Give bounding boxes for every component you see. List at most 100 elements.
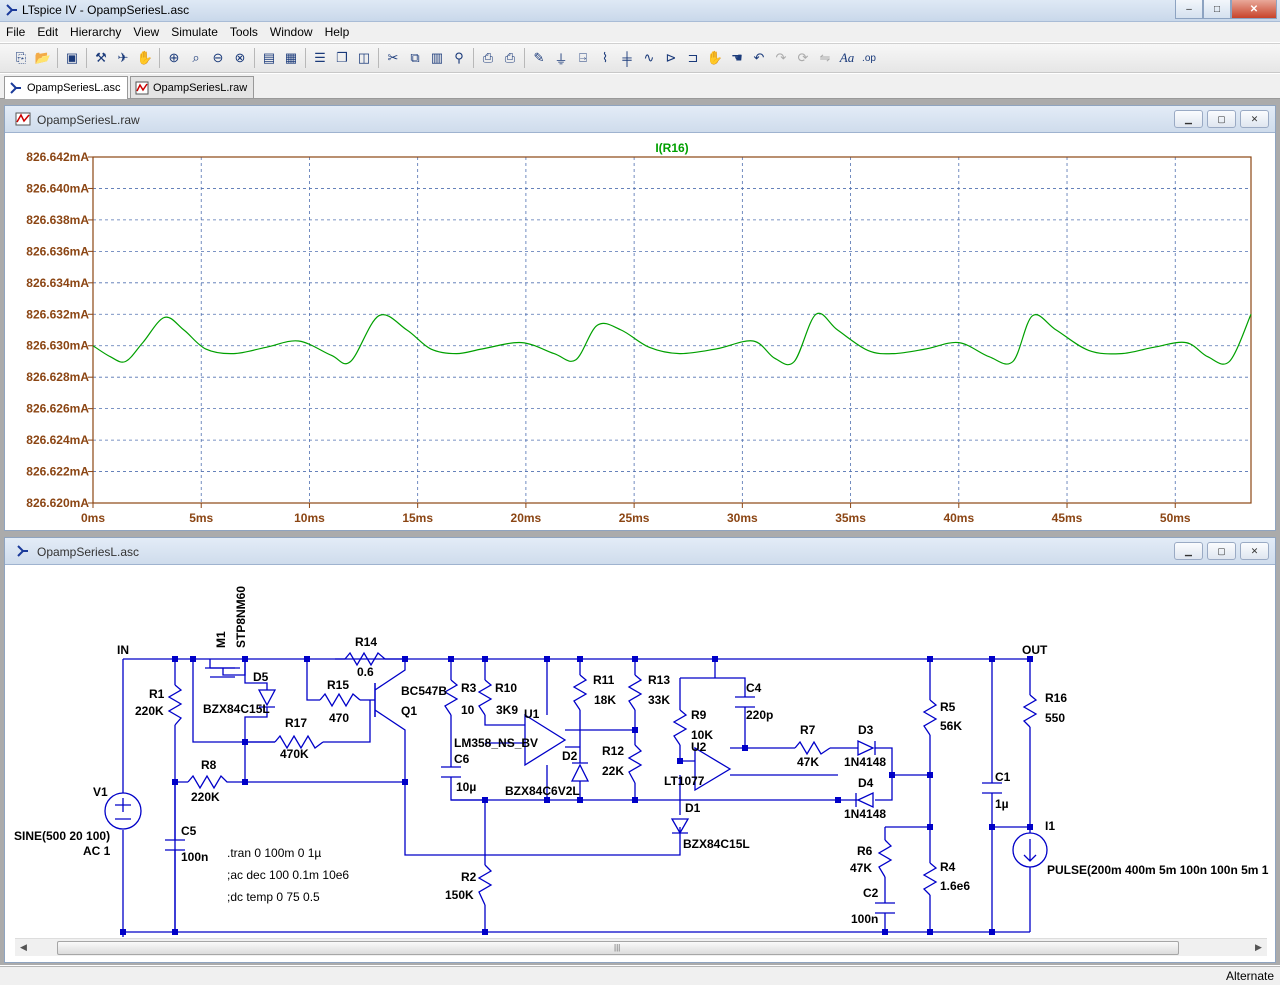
undo-icon[interactable]: ↶ bbox=[753, 50, 765, 65]
label-v1: V1 bbox=[93, 785, 108, 799]
toolbar: ⎘ 📂 ▣ ⚒ ✈ ✋ ⊕ ⌕ ⊖ ⊗ ▤ ▦ ☰ ❐ ◫ ✂ ⧉ ▥ ⚲ ⎙ … bbox=[0, 43, 1280, 73]
label-d1: D1 bbox=[685, 801, 701, 815]
zoom-fit-icon[interactable]: ⊗ bbox=[234, 50, 246, 65]
menu-view[interactable]: View bbox=[133, 25, 160, 39]
label-m1: M1 bbox=[214, 631, 228, 648]
value-r8: 220K bbox=[191, 790, 220, 804]
waveform-plot[interactable]: 826.620mA826.622mA826.624mA826.626mA826.… bbox=[5, 133, 1273, 529]
minimize-button[interactable]: – bbox=[1175, 0, 1203, 19]
diode-icon[interactable]: ⊳ bbox=[665, 50, 677, 65]
capacitor-icon[interactable]: ╪ bbox=[622, 50, 632, 66]
paste-icon[interactable]: ▥ bbox=[430, 50, 444, 65]
schematic-canvas[interactable]: IN OUT R1 220K M1 STP8NM60 D5 BZX84C15L … bbox=[5, 565, 1273, 937]
series-line-i-r16 bbox=[92, 312, 1252, 366]
close-button[interactable]: ✕ bbox=[1231, 0, 1277, 19]
value-i1: PULSE(200m 400m 5m 100n 100n 5m 1 bbox=[1047, 863, 1269, 877]
cut-icon[interactable]: ✂ bbox=[387, 50, 399, 65]
horizontal-scrollbar[interactable]: ◀ ||| ▶ bbox=[15, 938, 1267, 956]
minimize-button[interactable]: ▁ bbox=[1174, 110, 1203, 128]
value-r11: 18K bbox=[594, 693, 616, 707]
redo-icon[interactable]: ↷ bbox=[775, 50, 787, 65]
drag-icon[interactable]: ☚ bbox=[731, 50, 743, 65]
menu-help[interactable]: Help bbox=[324, 25, 350, 39]
y-tick-label: 826.636mA bbox=[26, 244, 89, 258]
label-c1: C1 bbox=[995, 770, 1011, 784]
restore-button[interactable]: ▢ bbox=[1207, 542, 1236, 560]
menu-file[interactable]: File bbox=[6, 25, 26, 39]
label-r12: R12 bbox=[602, 744, 624, 758]
zoom-pan-icon[interactable]: ⌕ bbox=[192, 50, 200, 65]
schematic-icon bbox=[17, 545, 28, 557]
maximize-button[interactable]: □ bbox=[1203, 0, 1231, 19]
trace-label: I(R16) bbox=[655, 141, 688, 155]
spice-directive-tran[interactable]: .tran 0 100m 0 1µ bbox=[227, 846, 321, 860]
restore-button[interactable]: ▢ bbox=[1207, 110, 1236, 128]
scroll-left-icon[interactable]: ◀ bbox=[20, 942, 27, 952]
open-icon[interactable]: 📂 bbox=[34, 50, 52, 65]
cascade-icon[interactable]: ❐ bbox=[336, 50, 348, 65]
close-button[interactable]: ✕ bbox=[1240, 542, 1269, 560]
schematic-window-titlebar: OpampSeriesL.asc ▁ ▢ ✕ bbox=[5, 538, 1275, 565]
new-schematic-icon[interactable]: ⎘ bbox=[15, 50, 27, 65]
ground-icon[interactable]: ⏚ bbox=[554, 51, 568, 67]
print-icon[interactable]: ⎙ bbox=[504, 50, 516, 65]
scroll-right-icon[interactable]: ▶ bbox=[1255, 942, 1262, 952]
zoom-out-icon[interactable]: ⊖ bbox=[212, 50, 224, 65]
net-label-out: OUT bbox=[1022, 643, 1048, 657]
save-icon[interactable]: ▣ bbox=[65, 50, 79, 65]
schematic-icon bbox=[10, 82, 21, 94]
inductor-icon[interactable]: ∿ bbox=[643, 50, 655, 65]
mirror-icon[interactable]: ⇋ bbox=[819, 50, 831, 65]
tile-horizontal-icon[interactable]: ☰ bbox=[314, 50, 326, 65]
label-net-icon[interactable]: ⍈ bbox=[579, 50, 587, 65]
tile-vertical-icon[interactable]: ◫ bbox=[357, 50, 371, 65]
spice-directive-dc[interactable]: ;dc temp 0 75 0.5 bbox=[227, 890, 320, 904]
menu-hierarchy[interactable]: Hierarchy bbox=[70, 25, 122, 39]
waveform-icon bbox=[135, 81, 149, 94]
value-r6: 47K bbox=[850, 861, 872, 875]
zoom-in-icon[interactable]: ⊕ bbox=[168, 50, 180, 65]
label-r8: R8 bbox=[201, 758, 217, 772]
y-tick-label: 826.626mA bbox=[26, 402, 89, 416]
tab-waveform[interactable]: OpampSeriesL.raw bbox=[130, 76, 255, 98]
status-text: Alternate bbox=[1225, 969, 1274, 983]
menu-window[interactable]: Window bbox=[269, 25, 313, 39]
draw-wire-icon[interactable]: ✎ bbox=[533, 50, 545, 65]
copy-icon[interactable]: ⧉ bbox=[410, 50, 420, 65]
label-u2: U2 bbox=[691, 740, 707, 754]
model-d1: BZX84C15L bbox=[683, 837, 750, 851]
rotate-icon[interactable]: ⟳ bbox=[797, 50, 809, 65]
x-tick-label: 0ms bbox=[81, 511, 105, 525]
minimize-button[interactable]: ▁ bbox=[1174, 542, 1203, 560]
grid-icon[interactable]: ▦ bbox=[284, 50, 298, 65]
resistor-icon[interactable]: ⌇ bbox=[601, 50, 609, 65]
y-tick-label: 826.634mA bbox=[26, 276, 89, 290]
run-icon[interactable]: ✈ bbox=[117, 50, 129, 65]
model-q1: BC547B bbox=[401, 684, 447, 698]
value-r2: 150K bbox=[445, 888, 474, 902]
tab-schematic[interactable]: OpampSeriesL.asc bbox=[4, 76, 128, 99]
menu-tools[interactable]: Tools bbox=[229, 25, 258, 39]
move-icon[interactable]: ✋ bbox=[706, 50, 724, 65]
ltspice-app-icon bbox=[6, 4, 17, 16]
menu-simulate[interactable]: Simulate bbox=[171, 25, 218, 39]
value-r9: 10K bbox=[691, 728, 713, 742]
scroll-thumb[interactable]: ||| bbox=[57, 941, 1179, 955]
menu-edit[interactable]: Edit bbox=[37, 25, 59, 39]
halt-icon[interactable]: ✋ bbox=[136, 50, 154, 65]
component-icon[interactable]: ⊐ bbox=[687, 50, 699, 65]
spice-directive-icon[interactable]: .op bbox=[862, 52, 876, 64]
control-panel-icon[interactable]: ⚒ bbox=[95, 50, 107, 65]
title-bar: LTspice IV - OpampSeriesL.asc – □ ✕ bbox=[0, 0, 1280, 22]
label-r3: R3 bbox=[461, 681, 477, 695]
label-i1: I1 bbox=[1045, 819, 1055, 833]
close-button[interactable]: ✕ bbox=[1240, 110, 1269, 128]
text-icon[interactable]: Aa bbox=[839, 50, 855, 65]
x-tick-label: 35ms bbox=[835, 511, 866, 525]
spice-directive-ac[interactable]: ;ac dec 100 0.1m 10e6 bbox=[227, 868, 349, 882]
print-preview-icon[interactable]: ⎙ bbox=[482, 50, 494, 65]
autorange-icon[interactable]: ▤ bbox=[262, 50, 276, 65]
find-icon[interactable]: ⚲ bbox=[454, 50, 464, 65]
label-d4: D4 bbox=[858, 776, 874, 790]
